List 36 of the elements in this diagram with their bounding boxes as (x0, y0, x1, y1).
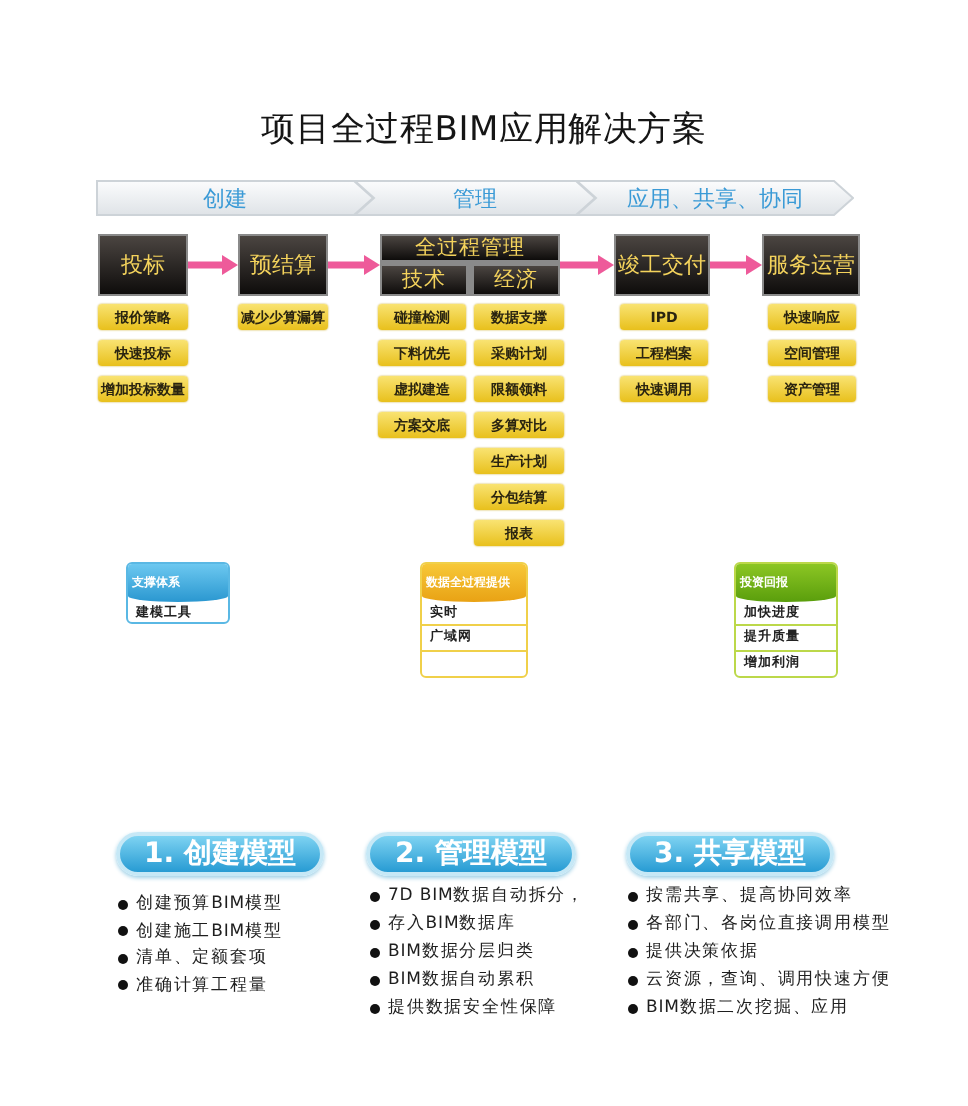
group-heading: 全过程管理 (380, 234, 560, 262)
list-item: 提供决策依据 (646, 940, 759, 964)
list-item: 各部门、各岗位直接调用模型 (646, 912, 891, 936)
process-box: 服务运营 (762, 234, 860, 296)
process-box (380, 234, 560, 296)
list-item: 创建施工BIM模型 (136, 919, 283, 943)
list-item: 创建预算BIM模型 (136, 892, 283, 916)
list-item: 7D BIM数据自动拆分， (388, 884, 586, 908)
process-box: 预结算 (238, 234, 328, 296)
heading-pill: 1. 创建模型 (116, 832, 324, 876)
sub-process-box: 技术 (380, 264, 468, 296)
list-item: 准确计算工程量 (136, 973, 268, 997)
info-card (126, 562, 230, 624)
heading-pill: 2. 管理模型 (366, 832, 576, 876)
heading-pill: 3. 共享模型 (626, 832, 834, 876)
list-item: BIM数据二次挖掘、应用 (646, 996, 849, 1020)
info-card (734, 562, 838, 678)
sub-process-box: 经济 (472, 264, 560, 296)
arrow (188, 255, 238, 275)
arrow (328, 255, 380, 275)
phase-band: 创建 (96, 180, 374, 216)
list-item: 清单、定额套项 (136, 946, 268, 970)
list-item: 存入BIM数据库 (388, 912, 516, 936)
title: 项目全过程BIM应用解决方案 (261, 110, 707, 150)
list-item: BIM数据分层归类 (388, 940, 535, 964)
list-item: BIM数据自动累积 (388, 968, 535, 992)
process-box: 竣工交付 (614, 234, 710, 296)
info-card (420, 562, 528, 678)
list-item: 云资源，查询、调用快速方便 (646, 968, 891, 992)
list-item: 按需共享、提高协同效率 (646, 884, 853, 908)
arrow (710, 255, 762, 275)
arrow (560, 255, 614, 275)
phase-band: 管理 (354, 180, 596, 216)
phase-band: 应用、共享、协同 (576, 180, 854, 216)
process-box: 投标 (98, 234, 188, 296)
list-item: 提供数据安全性保障 (388, 996, 558, 1020)
